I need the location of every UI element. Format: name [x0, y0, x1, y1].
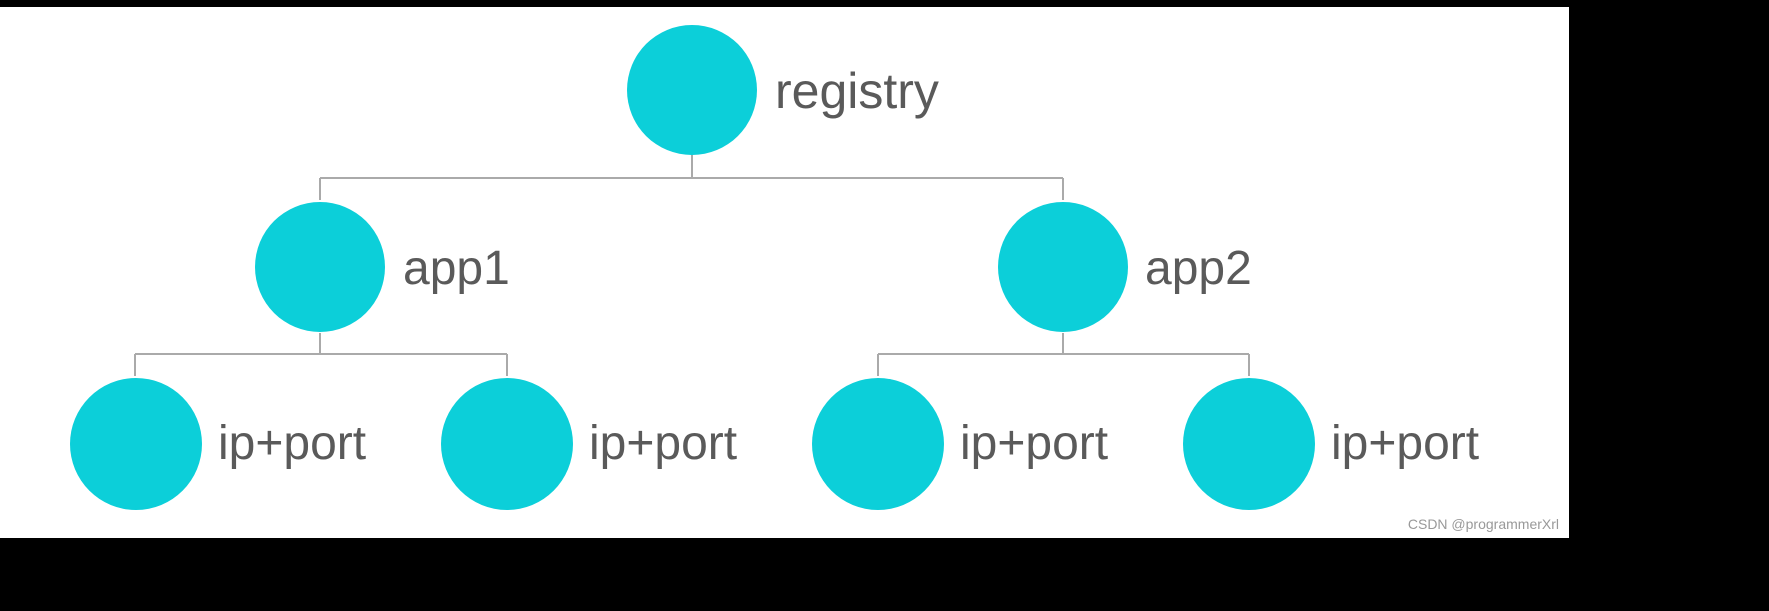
registry-node	[627, 25, 757, 155]
app1-instance-1-node	[70, 378, 202, 510]
app2-instance-2-node	[1183, 378, 1315, 510]
app1-instance-2-node	[441, 378, 573, 510]
app1-label: app1	[403, 242, 510, 295]
app1-instance-2-label: ip+port	[589, 417, 738, 470]
csdn-watermark: CSDN @programmerXrl	[1407, 516, 1559, 532]
app2-node	[998, 202, 1128, 332]
app2-instance-2-label: ip+port	[1331, 417, 1480, 470]
app2-label: app2	[1145, 242, 1252, 295]
app2-instance-1-label: ip+port	[960, 417, 1109, 470]
registry-label: registry	[775, 63, 939, 119]
app2-instance-1-node	[812, 378, 944, 510]
app1-node	[255, 202, 385, 332]
app1-instance-1-label: ip+port	[218, 417, 367, 470]
tree-connectors	[134, 155, 1250, 376]
